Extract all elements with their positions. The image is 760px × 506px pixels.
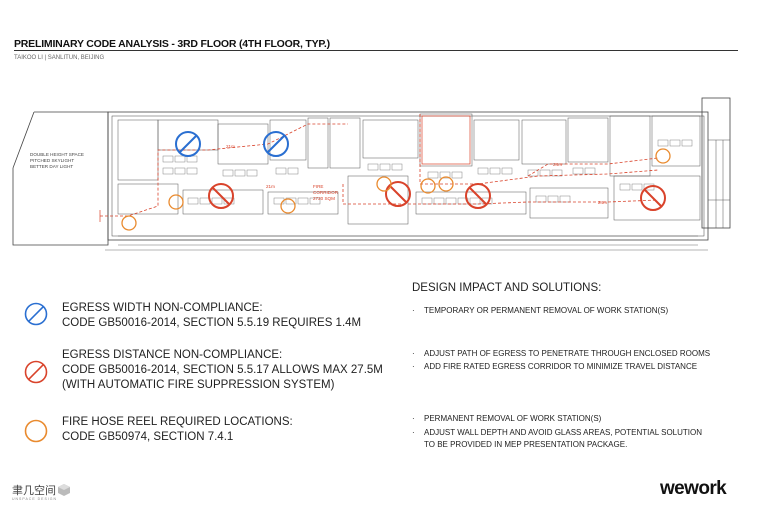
plan-outline-west [12, 111, 109, 246]
design-bullet: · ADJUST PATH OF EGRESS TO PENETRATE THRO… [412, 348, 710, 360]
legend-title: EGRESS DISTANCE NON-COMPLIANCE: [62, 349, 283, 361]
bullet-text: ADD FIRE RATED EGRESS CORRIDOR TO MINIMI… [424, 362, 698, 371]
fire-hose-reel-marker [420, 178, 436, 194]
unspace-logo-text: 聿几空间 [12, 485, 56, 497]
design-bullet: · TEMPORARY OR PERMANENT REMOVAL OF WORK … [412, 305, 668, 317]
page-subtitle: TAIKOO LI | SANLITUN, BEIJING [14, 55, 105, 61]
blue-prohibition-icon [24, 302, 48, 326]
wework-logo: wework [660, 478, 727, 499]
distance-label-2: 24m [553, 162, 562, 167]
red-prohibition-marker [640, 185, 666, 211]
fire-hose-reel-marker [168, 194, 184, 210]
fire-hose-reel-marker [121, 215, 137, 231]
fire-corridor-box [421, 115, 471, 165]
legend-code: CODE GB50016-2014, SECTION 5.5.17 ALLOWS… [62, 364, 383, 376]
bullet-mark: · [412, 428, 415, 437]
legend-title: EGRESS WIDTH NON-COMPLIANCE: [62, 302, 263, 314]
bullet-text: ADJUST WALL DEPTH AND AVOID GLASS AREAS,… [424, 428, 702, 437]
bullet-mark: · [412, 362, 415, 371]
red-prohibition-icon [24, 360, 48, 384]
page-title: PRELIMINARY CODE ANALYSIS - 3RD FLOOR (4… [14, 38, 330, 50]
bullet-mark: · [412, 414, 415, 423]
legend-note: (WITH AUTOMATIC FIRE SUPPRESSION SYSTEM) [62, 379, 335, 391]
fire-hose-reel-marker [438, 176, 454, 192]
red-prohibition-marker [385, 181, 411, 207]
floor-plan: DOUBLE HEIGHT SPACE PITCHED SKYLIGHT BET… [12, 97, 731, 251]
design-bullet: · ADJUST WALL DEPTH AND AVOID GLASS AREAS… [412, 427, 702, 451]
red-prohibition-marker [465, 183, 491, 209]
legend-code: CODE GB50016-2014, SECTION 5.5.19 REQUIR… [62, 317, 362, 329]
legend-egress-width: EGRESS WIDTH NON-COMPLIANCE: CODE GB5001… [62, 301, 361, 331]
bullet-text: ADJUST PATH OF EGRESS TO PENETRATE THROU… [424, 349, 711, 358]
egress-paths [100, 114, 659, 217]
corridor-label-2: CORRIDOR [313, 190, 339, 195]
legend-egress-distance: EGRESS DISTANCE NON-COMPLIANCE: CODE GB5… [62, 348, 383, 393]
double-height-label-2: PITCHED SKYLIGHT [30, 158, 74, 163]
design-impact-heading: DESIGN IMPACT AND SOLUTIONS: [412, 282, 602, 294]
blue-prohibition-marker [263, 131, 289, 157]
fire-hose-reel-marker [655, 148, 671, 164]
design-bullet: · PERMANENT REMOVAL OF WORK STATION(S) [412, 413, 601, 425]
distance-label-1: 21m [226, 144, 235, 149]
bullet-text: PERMANENT REMOVAL OF WORK STATION(S) [424, 414, 602, 423]
distance-label-3: 21m [266, 184, 275, 189]
bullet-mark: · [412, 349, 415, 358]
double-height-label-3: BETTER DAY LIGHT [30, 164, 73, 169]
orange-circle-icon [24, 419, 48, 443]
legend-fire-hose-reel: FIRE HOSE REEL REQUIRED LOCATIONS: CODE … [62, 415, 293, 445]
corridor-label-1: FIRE [313, 184, 323, 189]
legend-code: CODE GB50974, SECTION 7.4.1 [62, 431, 234, 443]
corridor-label-3: 2720 SQM [313, 196, 335, 201]
double-height-label-1: DOUBLE HEIGHT SPACE [30, 152, 84, 157]
bullet-mark: · [412, 306, 415, 315]
unspace-logo-icon [58, 484, 70, 496]
fire-hose-reel-marker [280, 198, 296, 214]
legend-title: FIRE HOSE REEL REQUIRED LOCATIONS: [62, 416, 293, 428]
bullet-text-continued: TO BE PROVIDED IN MEP PRESENTATION PACKA… [424, 440, 628, 449]
unspace-logo-subtext: UNSPACE DESIGN [12, 497, 58, 501]
plan-outline-main [107, 111, 709, 241]
fire-hose-reel-marker [376, 176, 392, 192]
blue-prohibition-marker [175, 131, 201, 157]
distance-label-4: 24m [598, 200, 607, 205]
bullet-text: TEMPORARY OR PERMANENT REMOVAL OF WORK S… [424, 306, 669, 315]
red-prohibition-marker [208, 183, 234, 209]
title-divider [14, 50, 738, 51]
design-bullet: · ADD FIRE RATED EGRESS CORRIDOR TO MINIM… [412, 361, 697, 373]
